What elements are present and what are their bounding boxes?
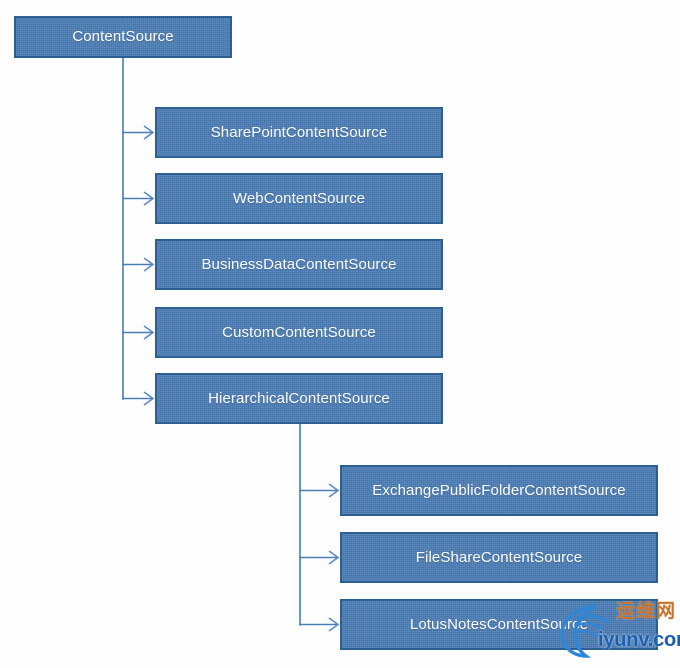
node-label: LotusNotesContentSource [409,615,589,633]
arrowhead-hierarchical [143,391,155,406]
node-exchange-public-folder-content-source[interactable]: ExchangePublicFolderContentSource [340,465,658,516]
node-label: ExchangePublicFolderContentSource [372,481,626,499]
node-label: ContentSource [72,28,174,45]
node-label: BusinessDataContentSource [201,255,397,273]
node-hierarchical-content-source[interactable]: HierarchicalContentSource [155,373,443,424]
node-label: FileShareContentSource [415,548,583,566]
arrowhead-sharepoint [143,125,155,140]
node-file-share-content-source[interactable]: FileShareContentSource [340,532,658,583]
node-label: SharePointContentSource [210,123,388,141]
node-sharepoint-content-source[interactable]: SharePointContentSource [155,107,443,158]
arrowhead-custom [143,325,155,340]
node-content-source[interactable]: ContentSource [14,16,232,58]
arrowhead-fileshare [328,550,340,565]
node-label: HierarchicalContentSource [208,389,390,407]
arrowhead-lotusnotes [328,617,340,632]
node-label: WebContentSource [232,189,366,207]
node-label: CustomContentSource [222,323,376,341]
arrowhead-web [143,191,155,206]
node-web-content-source[interactable]: WebContentSource [155,173,443,224]
node-business-data-content-source[interactable]: BusinessDataContentSource [155,239,443,290]
arrowhead-businessdata [143,257,155,272]
arrowhead-exchange [328,483,340,498]
node-lotus-notes-content-source[interactable]: LotusNotesContentSource [340,599,658,650]
node-custom-content-source[interactable]: CustomContentSource [155,307,443,358]
